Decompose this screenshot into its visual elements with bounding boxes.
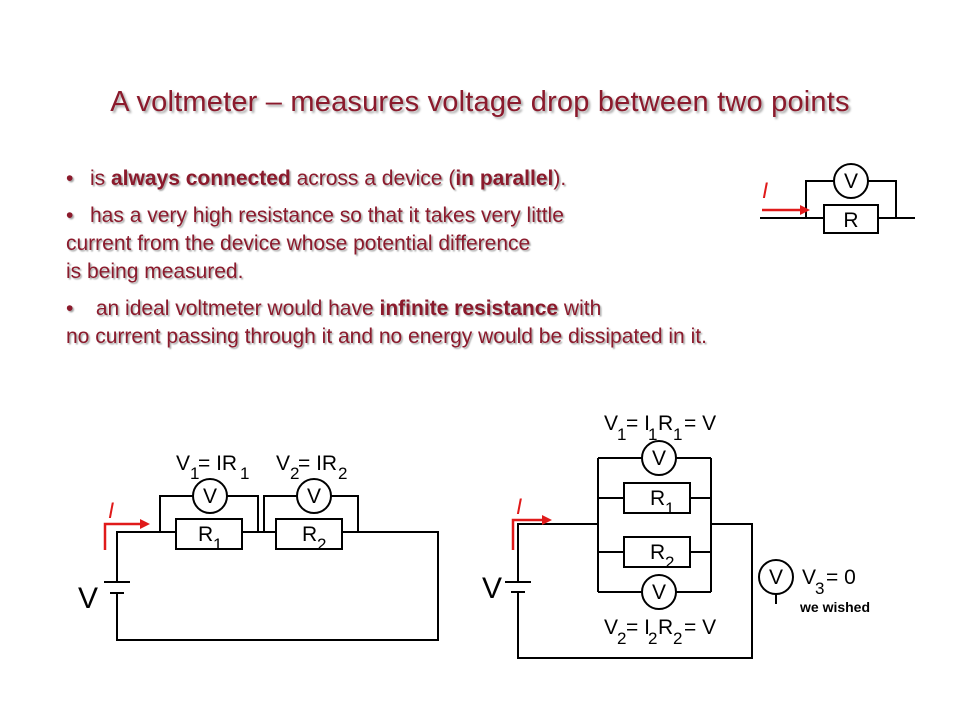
wire: [263, 495, 297, 532]
current-arrow: [103, 522, 140, 550]
bullet-dot: •: [66, 167, 74, 190]
wire: [159, 495, 193, 532]
battery-label: V: [482, 572, 502, 605]
r1-label: R: [650, 487, 665, 510]
v2-eq: = IR: [298, 452, 337, 475]
bullet-1-pre: is: [90, 167, 111, 190]
resistor-label: R: [843, 209, 858, 232]
r1-eq-sub: 1: [673, 425, 682, 444]
v3-sub: 3: [815, 579, 824, 598]
wire-left: [517, 523, 598, 582]
diagram-simple-parallel: V R I: [760, 163, 915, 234]
v2-label: V: [276, 452, 290, 475]
battery-label: V: [78, 582, 98, 615]
bullet-dot: •: [66, 297, 74, 320]
note-label: we wished: [799, 599, 870, 615]
v2-sub: 2: [290, 464, 299, 483]
voltmeter-top-label: V: [652, 447, 666, 470]
v1-eq: = I: [626, 412, 650, 435]
voltmeter-bottom: [641, 574, 677, 610]
v1-eq-sub: 1: [240, 464, 249, 483]
r1-eq: R: [658, 412, 673, 435]
resistor-r2: [623, 536, 691, 568]
r1-sub: 1: [213, 535, 222, 554]
wire: [227, 495, 259, 532]
v3-eq: = 0: [826, 566, 856, 589]
wire: [331, 495, 359, 532]
resistor-r1: [175, 518, 243, 550]
r2-label: R: [650, 541, 665, 564]
voltmeter-label: V: [844, 170, 858, 193]
wire: [805, 180, 834, 218]
wire-loop: [116, 531, 439, 641]
page-title: A voltmeter – measures voltage drop betw…: [110, 86, 850, 118]
voltmeter: [833, 163, 869, 199]
v2-eq-sub: 2: [338, 464, 347, 483]
voltmeter-2: [296, 478, 332, 514]
current-arrow: [511, 518, 542, 550]
wire: [868, 180, 897, 218]
current-label: I: [516, 494, 522, 519]
r2-eq-sub: 2: [673, 629, 682, 648]
current-label: I: [108, 498, 114, 523]
wire-loop: [517, 523, 753, 659]
bullet-2: • has a very high resistance so that it t…: [66, 202, 926, 286]
bullet-1-bold1: always connected: [111, 167, 291, 190]
bullet-3-post: with: [558, 297, 602, 320]
v3-label: V: [802, 566, 816, 589]
v1-sub: 1: [617, 425, 626, 444]
v1-sub: 1: [190, 464, 199, 483]
r2-sub: 2: [317, 535, 326, 554]
v1-eq: = IR: [198, 452, 237, 475]
bullet-2-line1: has a very high resistance so that it ta…: [90, 204, 564, 227]
voltmeter-right-label: V: [769, 566, 783, 589]
bullet-3-line2: no current passing through it and no ene…: [66, 325, 707, 348]
bullet-1: • is always connected across a device (in…: [66, 165, 926, 193]
bullet-3-bold: infinite resistance: [379, 297, 559, 320]
voltmeter-bottom-label: V: [652, 581, 666, 604]
voltmeter-2-label: V: [307, 485, 321, 508]
v1-label: V: [176, 452, 190, 475]
current-arrowhead: [140, 519, 150, 529]
i1-sub: 1: [648, 425, 657, 444]
bullet-list: •is always connected across a device (in…: [66, 165, 926, 360]
v1-tail: = V: [684, 412, 716, 435]
v2-sub: 2: [617, 629, 626, 648]
bullet-2-line3: is being measured.: [66, 260, 244, 283]
wire-left: [116, 531, 176, 582]
voltmeter-1: [192, 478, 228, 514]
bullet-dot: •: [66, 204, 74, 227]
v2-tail: = V: [684, 616, 716, 639]
resistor-r2: [275, 518, 343, 550]
bullet-1-bold2: in parallel: [455, 167, 554, 190]
bullet-1-mid: across a device (: [290, 167, 456, 190]
bullet-2-line2: current from the device whose potential …: [66, 232, 531, 255]
r2-label: R: [302, 523, 317, 546]
v2-label: V: [604, 616, 618, 639]
v1-label: V: [604, 412, 618, 435]
r1-label: R: [198, 523, 213, 546]
v2-eq: = I: [626, 616, 650, 639]
r2-sub: 2: [665, 553, 674, 572]
i2-sub: 2: [648, 629, 657, 648]
resistor-r1: [623, 482, 691, 514]
voltmeter-top: [641, 440, 677, 476]
current-label: I: [762, 178, 768, 203]
diagram-parallel-circuit: V V R 1 R 2 V V V 1 = I 1 R 1: [482, 412, 870, 659]
bullet-3: • an ideal voltmeter would have infinite…: [66, 295, 926, 351]
r1-sub: 1: [665, 499, 674, 518]
current-arrowhead: [542, 515, 552, 525]
voltmeter-1-label: V: [203, 485, 217, 508]
bullet-1-post: ).: [553, 167, 567, 190]
bullet-3-pre: an ideal voltmeter would have: [90, 297, 380, 320]
r2-eq: R: [658, 616, 673, 639]
diagram-series-circuit: V R 1 R 2 V V V 1 = IR 1 V 2 = IR 2 I: [78, 452, 439, 641]
current-arrowhead: [800, 205, 810, 215]
